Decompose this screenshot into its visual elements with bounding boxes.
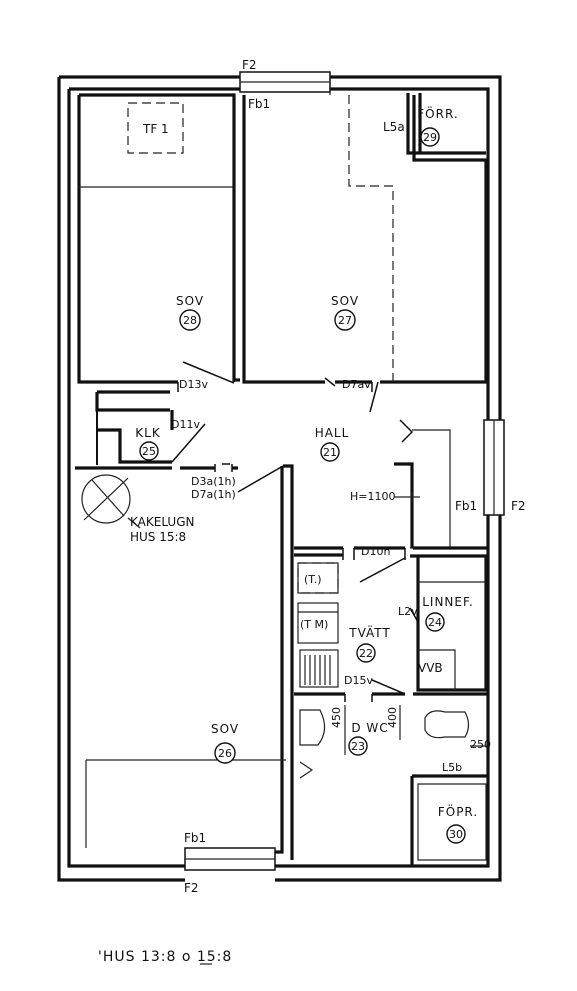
room-badge-22 xyxy=(356,643,376,663)
room-name-klk-25: KLK xyxy=(135,426,161,440)
tf1-hatch xyxy=(127,102,184,154)
l5b-label: L5b xyxy=(442,761,462,774)
d3a-label: D3a(1h) xyxy=(191,475,236,488)
d15v-label: D15v xyxy=(344,674,373,687)
dim-250-label: 250 xyxy=(470,738,491,751)
room-name-hall-21: HALL xyxy=(315,426,350,440)
room-name-forr-29: FÖRR. xyxy=(417,105,458,121)
f2-bottom-label: F2 xyxy=(184,881,199,895)
l5a-label: L5a xyxy=(383,120,405,134)
room-badge-29 xyxy=(420,127,440,147)
room-number-21: 21 xyxy=(323,446,337,459)
room-badge-24 xyxy=(425,612,445,632)
room-number-29: 29 xyxy=(423,131,437,144)
room-badge-28 xyxy=(179,309,201,331)
kakelugn-label: KAKELUGN xyxy=(130,515,194,529)
doors xyxy=(171,361,419,702)
tm2-label: (T M) xyxy=(300,618,328,631)
room-name-sov-26: SOV xyxy=(211,722,239,736)
fb1-bottom-label: Fb1 xyxy=(184,831,206,845)
drawing-caption: 'HUS 13:8 o 15:8 xyxy=(98,949,232,965)
tm1-label: (T.) xyxy=(304,573,322,586)
tf1-label: TF 1 xyxy=(142,122,169,136)
room-name-sov-28: SOV xyxy=(176,294,204,308)
room-number-26: 26 xyxy=(218,747,232,760)
room-name-sov-27: SOV xyxy=(331,294,359,308)
interior-walls xyxy=(75,93,488,866)
window-top xyxy=(239,71,331,95)
room-name-dwc-23: D WC xyxy=(351,721,388,735)
room-number-23: 23 xyxy=(351,740,365,753)
room-badge-23 xyxy=(348,736,368,756)
f2-right-label: F2 xyxy=(511,499,526,513)
d7a-label: D7a(1h) xyxy=(191,488,236,501)
vvb-label: VVB xyxy=(418,661,443,675)
fb1-top-label: Fb1 xyxy=(248,97,270,111)
room-number-28: 28 xyxy=(183,314,197,327)
room-badge-26 xyxy=(214,742,236,764)
d7av-label: D7av xyxy=(342,378,371,391)
d13v-label: D13v xyxy=(179,378,208,391)
room-name-linnef-24: LINNEF. xyxy=(422,595,474,609)
f2-top-label: F2 xyxy=(242,58,257,72)
hus158-label: HUS 15:8 xyxy=(130,530,186,544)
d11v-label: D11v xyxy=(171,418,200,431)
room-badge-21 xyxy=(320,442,340,462)
window-bottom xyxy=(184,847,276,871)
window-right xyxy=(483,419,505,516)
l2v-label: L2v xyxy=(398,605,418,618)
room-number-22: 22 xyxy=(359,647,373,660)
h1100-label: H=1100 xyxy=(350,490,395,503)
room-number-27: 27 xyxy=(338,314,352,327)
room-number-25: 25 xyxy=(142,445,156,458)
room-badge-30 xyxy=(446,824,466,844)
room-number-24: 24 xyxy=(428,616,442,629)
room-badge-25 xyxy=(139,441,159,461)
room-name-fopr-30: FÖPR. xyxy=(438,803,478,819)
room-number-30: 30 xyxy=(449,828,463,841)
d10h-label: D10h xyxy=(361,545,390,558)
fixtures xyxy=(81,474,490,779)
room-name-tvatt-22: TVÄTT xyxy=(348,625,391,640)
outer-walls xyxy=(57,75,502,882)
dim-400-label: 400 xyxy=(386,707,399,728)
room-badge-27 xyxy=(334,309,356,331)
dim-450-label: 450 xyxy=(330,707,343,728)
fb1-right-label: Fb1 xyxy=(455,499,477,513)
